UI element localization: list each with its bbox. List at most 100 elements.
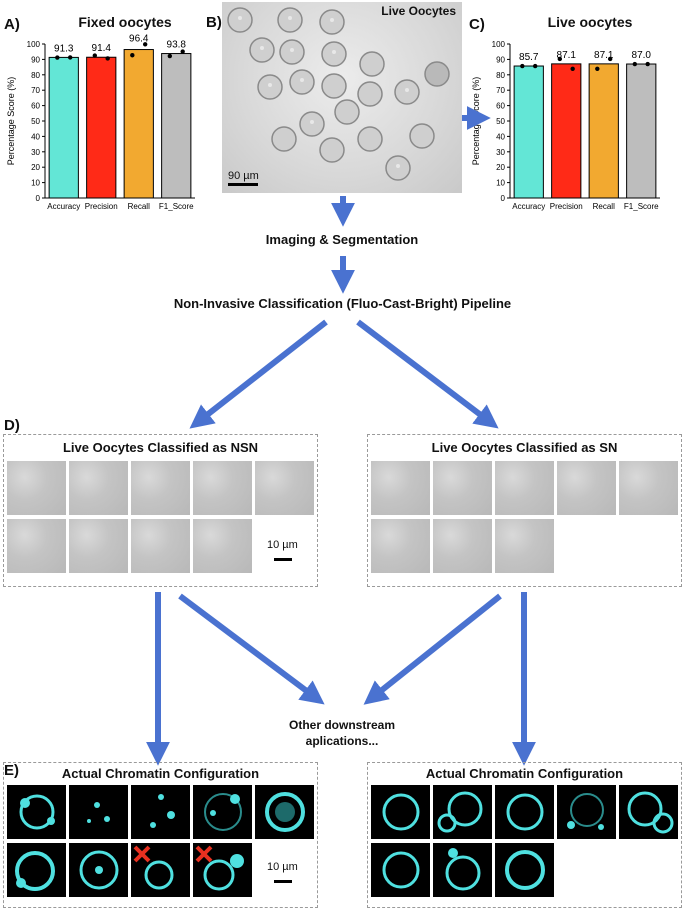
panel-c-letter: C) (469, 16, 485, 33)
chart-c-ytick-label: 60 (496, 102, 505, 111)
sn-box: Live Oocytes Classified as SN (367, 434, 682, 587)
chart-c-data-point (532, 63, 538, 69)
chart-a-value-label: 96.4 (129, 34, 149, 45)
oocyte-cells-image (227, 7, 450, 181)
chromatin-left-title: Actual Chromatin Configuration (61, 766, 260, 781)
nsn-cell (69, 519, 128, 573)
chart-a-data-point (92, 53, 98, 58)
sn-cell (433, 461, 492, 515)
chart-c-data-point (557, 56, 563, 62)
chart-a-title: Fixed oocytes (78, 14, 172, 30)
arrow-nsn-to-downstream (178, 593, 325, 705)
chart-c-data-point (570, 66, 575, 71)
micrograph-scale-label: 90 µm (228, 170, 259, 182)
chart-c-value-label: 87.1 (557, 50, 577, 61)
sn-chromatin-cell (557, 785, 616, 839)
chart-a-ytick-label: 100 (27, 40, 41, 49)
nsn-box-title: Live Oocytes Classified as NSN (62, 440, 259, 455)
panel-e-letter: E) (4, 762, 19, 779)
micrograph-scale-bar (228, 183, 258, 186)
chart-a-ytick-label: 0 (36, 194, 41, 203)
chart-a-ytick-label: 60 (31, 102, 40, 111)
chart-c-ytick-label: 100 (492, 40, 506, 49)
sn-chromatin-cell (371, 843, 430, 897)
chart-c-data-point (632, 61, 638, 67)
downstream-line2: aplications... (305, 734, 379, 748)
chromatin-right-box: Actual Chromatin Configuration (367, 762, 682, 908)
chart-c-data-point (520, 63, 525, 69)
chart-c-ytick-label: 90 (496, 55, 505, 64)
nsn-cell (7, 519, 66, 573)
chart-a-ylabel: Percentage Score (%) (6, 77, 16, 166)
chart-a-data-point (55, 55, 60, 60)
sn-cell (557, 461, 616, 515)
chart-a-bar (48, 56, 79, 199)
chromatin-cell (69, 785, 128, 839)
chromatin-cell (69, 843, 128, 897)
chart-c-ytick-label: 20 (496, 163, 505, 172)
chart-a-bar (123, 49, 154, 199)
nsn-scale-label: 10 µm (267, 539, 298, 551)
chromatin-scale-bar (274, 880, 292, 883)
chart-a-data-point (167, 53, 173, 59)
chart-c: Percentage Score (%)01020304050607080901… (471, 40, 660, 211)
chart-c-ytick-label: 70 (496, 86, 505, 95)
chart-c-category-label: F1_Score (624, 202, 659, 211)
sn-chromatin-cell (371, 785, 430, 839)
chart-c-value-label: 87.1 (594, 50, 614, 61)
nsn-box: Live Oocytes Classified as NSN 10 µm (3, 434, 318, 587)
nsn-cell (69, 461, 128, 515)
sn-chromatin-cell (619, 785, 678, 839)
cross-mark-icon (133, 845, 151, 863)
nsn-cell (193, 461, 252, 515)
chart-c-ytick-label: 40 (496, 132, 505, 141)
panel-b-letter: B) (206, 14, 222, 31)
chromatin-cell (131, 843, 190, 897)
live-oocytes-micrograph: Live Oocytes 90 µm (222, 2, 462, 193)
sn-chromatin-cell (495, 785, 554, 839)
chromatin-cell (193, 785, 252, 839)
chart-c-category-label: Recall (593, 202, 615, 211)
sn-chromatin-cell (433, 843, 492, 897)
chart-a-category-label: F1_Score (159, 202, 194, 211)
chart-a-value-label: 91.3 (54, 43, 74, 54)
chart-a-category-label: Accuracy (47, 202, 80, 211)
nsn-cell (193, 519, 252, 573)
chromatin-scale-label: 10 µm (267, 861, 298, 873)
chart-c-value-label: 87.0 (632, 50, 652, 61)
chart-a-value-label: 91.4 (92, 43, 112, 54)
chart-c-ytick-label: 0 (501, 194, 506, 203)
chart-a-ytick-label: 10 (31, 179, 40, 188)
chart-a-data-point (142, 42, 148, 47)
chart-c-data-point (607, 56, 613, 62)
chart-a-data-point (180, 49, 185, 54)
sn-chromatin-cell (495, 843, 554, 897)
chart-a-ytick-label: 90 (31, 55, 40, 64)
chromatin-right-title: Actual Chromatin Configuration (425, 766, 624, 781)
chart-a-value-label: 93.8 (167, 40, 187, 51)
chart-a-data-point (67, 55, 73, 60)
sn-box-title: Live Oocytes Classified as SN (431, 440, 618, 455)
chart-a-ytick-label: 80 (31, 71, 40, 80)
panel-a-letter: A) (4, 16, 20, 33)
panel-d-letter: D) (4, 417, 20, 434)
chromatin-cell (193, 843, 252, 897)
chart-a-category-label: Recall (128, 202, 150, 211)
chart-c-value-label: 85.7 (519, 52, 539, 63)
sn-cell (495, 519, 554, 573)
chart-c-bar (551, 63, 582, 199)
nsn-cell (255, 461, 314, 515)
sn-chromatin-cell (433, 785, 492, 839)
chart-a-ytick-label: 20 (31, 163, 40, 172)
chart-c-title: Live oocytes (547, 14, 633, 30)
chart-a-ytick-label: 50 (31, 117, 40, 126)
chart-a-data-point (105, 56, 110, 61)
chart-a-ytick-label: 40 (31, 132, 40, 141)
chart-a-ytick-label: 70 (31, 86, 40, 95)
imaging-segmentation-step: Imaging & Segmentation (265, 232, 419, 247)
chart-a: Percentage Score (%)01020304050607080901… (6, 34, 195, 211)
chromatin-cell (7, 843, 66, 897)
chart-c-bar (588, 63, 619, 199)
arrow-sn-to-downstream (363, 593, 502, 705)
